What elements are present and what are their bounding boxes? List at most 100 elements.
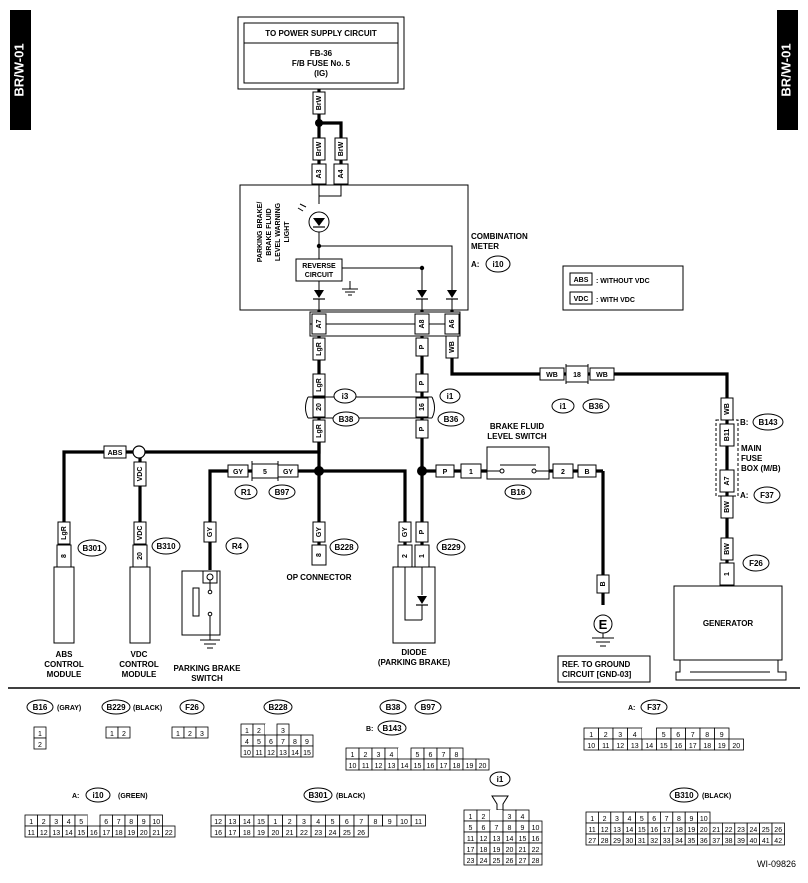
b38-pin-label: 16 <box>427 763 435 770</box>
f37-pin-label: 14 <box>645 743 653 750</box>
i10-pin-cell <box>87 815 100 826</box>
b310-pin-label: 38 <box>725 838 733 845</box>
f37-pin-label: 13 <box>631 743 639 750</box>
i1-pin-label: 5 <box>469 825 473 832</box>
b38-pin-20: 20 <box>316 403 323 411</box>
b301-pin-cell <box>410 814 426 827</box>
conn-b228: B228 <box>334 543 354 552</box>
i10-pin-label: 3 <box>54 819 58 826</box>
b301-pin-label: 7 <box>359 819 363 826</box>
bfl-switch-label-2: LEVEL SWITCH <box>487 432 547 441</box>
f37-pin-label: 12 <box>616 743 624 750</box>
view-b97-name: B97 <box>421 703 436 712</box>
diode-symbol-icon <box>417 596 427 604</box>
b38-pin-label: 7 <box>442 752 446 759</box>
junction-18-i1: i1 <box>560 402 567 411</box>
tag-vdc-b310: VDC <box>137 526 144 541</box>
i1-pin-label: 17 <box>467 847 475 854</box>
b310-pin-label: 5 <box>640 816 644 823</box>
combination-meter: A3 A4 REVERSE CIRCUIT PARKING BRAKE/ BRA… <box>239 163 528 337</box>
op-connector-label: OP CONNECTOR <box>286 573 351 582</box>
generator: F26 1 GENERATOR <box>673 554 787 681</box>
i1-pin-label: 14 <box>506 836 514 843</box>
b310-pin-label: 39 <box>737 838 745 845</box>
b228-pin-cell <box>265 724 277 735</box>
vdc-label-2: CONTROL <box>119 660 159 669</box>
b310-pin-label: 4 <box>627 816 631 823</box>
b38-pin-label: 15 <box>414 763 422 770</box>
i1-latch-icon <box>491 795 509 811</box>
meter-connector-prefix: A: <box>471 260 479 269</box>
side-tab-left-label: BR/W-01 <box>11 43 26 96</box>
b38-pin-label: 12 <box>375 763 383 770</box>
i10-pin-label: 9 <box>142 819 146 826</box>
legend-abs-text: : WITHOUT VDC <box>596 278 650 285</box>
i1-pin-label: 8 <box>508 825 512 832</box>
light-label-4: LIGHT <box>284 221 291 243</box>
b301-pin-cell <box>353 825 369 838</box>
view-b143-name: B143 <box>382 724 402 733</box>
tag-p-mid: P <box>419 380 426 385</box>
power-supply-fuse: F/B FUSE No. 5 <box>292 59 351 68</box>
parking-brake-switch: R4 PARKING BRAKE SWITCH <box>174 537 249 683</box>
tag-p-b229: P <box>419 529 426 534</box>
diagram-code: WI-09826 <box>757 859 796 869</box>
tag-wb-a6: WB <box>449 341 456 353</box>
fuse-label-1: MAIN <box>741 444 762 453</box>
op-pin-8: 8 <box>316 553 323 557</box>
view-i10-name: i10 <box>92 791 104 800</box>
junction-pin-18: 18 <box>573 372 581 379</box>
reverse-circuit-line2: CIRCUIT <box>305 272 334 279</box>
view-b301-name: B301 <box>308 791 328 800</box>
tag-p-b36: P <box>419 426 426 431</box>
b301-pin-label: 16 <box>214 830 222 837</box>
b310-pin-label: 19 <box>688 827 696 834</box>
b38-pin-label: 5 <box>416 752 420 759</box>
conn-b229: B229 <box>441 543 461 552</box>
b310-pin-label: 11 <box>589 827 596 834</box>
parking-switch-label-1: PARKING BRAKE <box>174 664 242 673</box>
b301-pin-label: 25 <box>343 830 351 837</box>
tag-bw-generator: BW <box>724 543 731 555</box>
abs-label-1: ABS <box>56 650 74 659</box>
conn-b301: B301 <box>82 544 102 553</box>
f37-pin-cell <box>728 738 744 751</box>
f26-pin-label: 3 <box>200 731 204 738</box>
b310-pin-label: 37 <box>712 838 720 845</box>
b310-pin-label: 35 <box>688 838 696 845</box>
i10-pin-label: 12 <box>40 830 48 837</box>
view-b16-name: B16 <box>33 703 48 712</box>
i1-pin-label: 16 <box>532 836 540 843</box>
i1-pin-label: 24 <box>480 858 488 865</box>
f37-pin-label: 6 <box>676 732 680 739</box>
i10-pin-label: 14 <box>65 830 73 837</box>
tag-wb-right: WB <box>596 372 608 379</box>
b38-pin-label: 20 <box>479 763 487 770</box>
view-i10-prefix: A: <box>72 793 79 800</box>
legend-box: ABS : WITHOUT VDC VDC : WITH VDC <box>562 265 684 311</box>
b310-pin-label: 1 <box>590 816 594 823</box>
i10-pin-label: 21 <box>152 830 160 837</box>
i10-pin-label: 2 <box>42 819 46 826</box>
i10-pin-label: 16 <box>90 830 98 837</box>
bfl-switch-label-1: BRAKE FLUID <box>490 422 544 431</box>
b228-pin-label: 8 <box>293 739 297 746</box>
b228-pin-label: 15 <box>303 750 311 757</box>
b310-pin-label: 23 <box>737 827 745 834</box>
tag-brw-a4: BrW <box>338 141 345 156</box>
i1-pin-label: 4 <box>521 814 525 821</box>
i10-pin-cell <box>162 825 176 838</box>
b310-pin-label: 7 <box>665 816 669 823</box>
fuse-label-2: FUSE <box>741 454 763 463</box>
i10-pin-label: 13 <box>52 830 60 837</box>
diode-label-2: (PARKING BRAKE) <box>378 658 451 667</box>
f37-pin-label: 8 <box>705 732 709 739</box>
i1-pin-label: 9 <box>521 825 525 832</box>
f26-pin-cell <box>195 726 209 739</box>
generator-pin-1: 1 <box>724 572 731 576</box>
abs-pin-8: 8 <box>61 554 68 558</box>
i10-pin-label: 10 <box>152 819 160 826</box>
b310-pin-label: 41 <box>762 838 770 845</box>
i1-pin-label: 3 <box>508 814 512 821</box>
